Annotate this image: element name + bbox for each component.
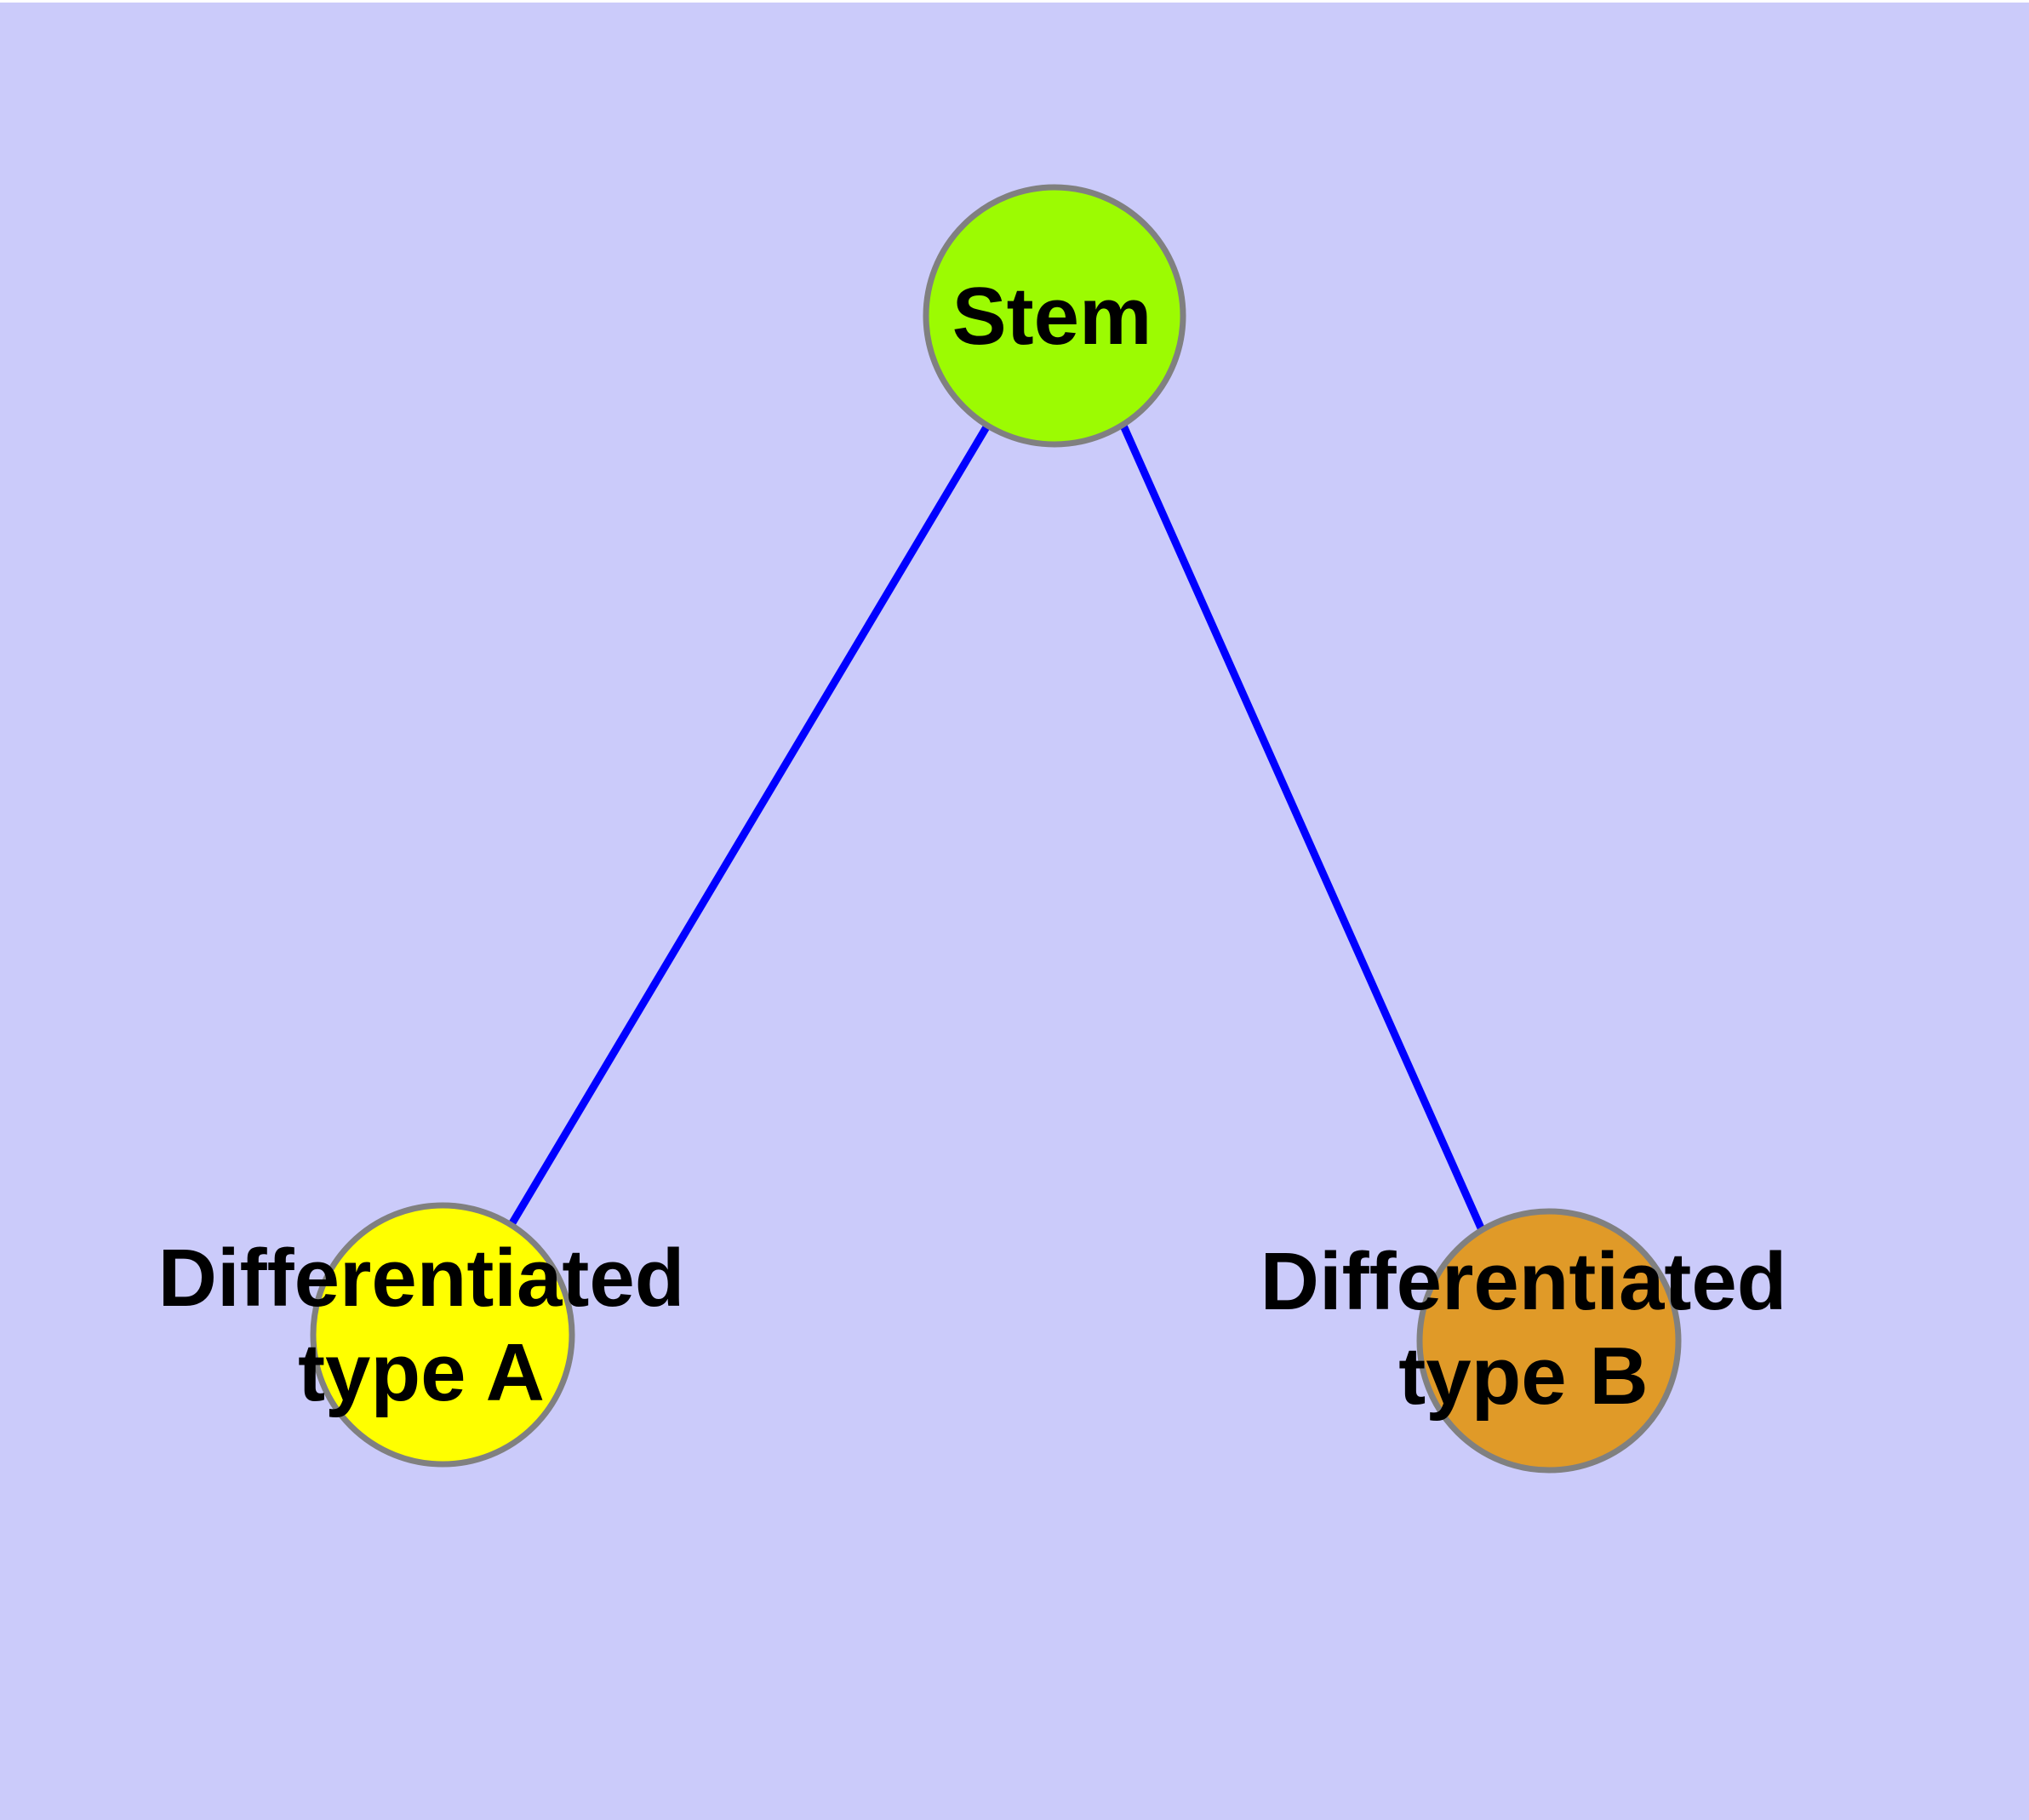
node-label-differentiated-type-a-line2: type A [298, 1327, 545, 1418]
node-stem[interactable] [923, 184, 1186, 448]
node-label-differentiated-type-b-line1: Differentiated [1260, 1236, 1787, 1327]
node-label-differentiated-type-b-line2: type B [1398, 1331, 1648, 1422]
edge-stem-to-differentiated-type-a[interactable] [507, 423, 991, 1228]
node-layer [310, 184, 1682, 1474]
edge-stem-to-differentiated-type-b[interactable] [1119, 424, 1487, 1233]
node-differentiated-type-b[interactable] [1416, 1208, 1682, 1474]
node-differentiated-type-a[interactable] [310, 1202, 575, 1468]
label-layer: Stem Differentiated type A Differentiate… [158, 271, 1787, 1422]
edge-layer [507, 423, 1487, 1233]
node-label-stem: Stem [952, 271, 1152, 362]
node-label-differentiated-type-a-line1: Differentiated [158, 1233, 685, 1324]
